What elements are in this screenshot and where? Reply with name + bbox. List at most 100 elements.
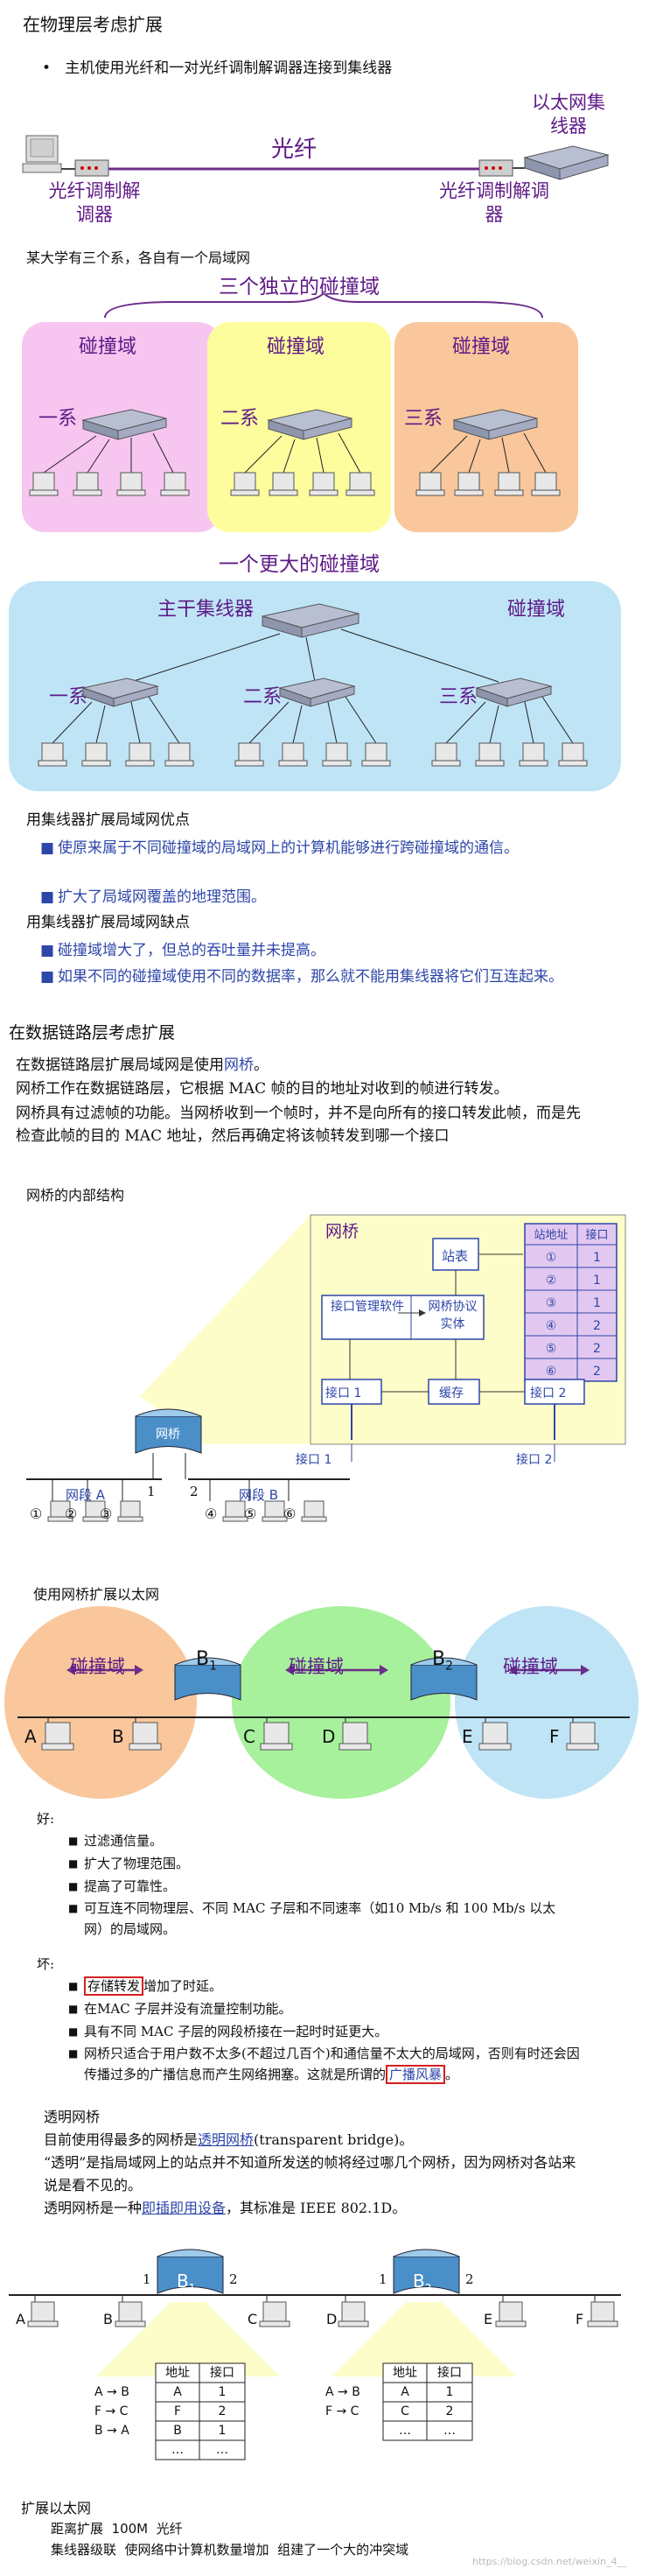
table-cell-port: 1	[593, 1296, 601, 1310]
store-forward-highlight: 存储转发	[84, 1976, 144, 1996]
good-text-1: 过滤通信量。	[84, 1833, 164, 1849]
table-header-row: 站地址 接口	[525, 1225, 617, 1246]
domain-label-1: 碰撞域	[79, 336, 137, 358]
title-three-domains: 三个独立的碰撞域	[219, 276, 380, 298]
host-f: F	[549, 1726, 560, 1747]
big-lan-diagram	[38, 603, 588, 767]
distance-line: 距离扩展 100M 光纤	[51, 2521, 183, 2537]
dis-item-2: ■如果不同的碰撞域使用不同的数据率，那么就不能用集线器将它们互连起来。	[40, 965, 583, 988]
tb-flows-2: A → B F → C	[325, 2383, 360, 2421]
port1-out-label: 接口 1	[296, 1453, 332, 1467]
good-item-1: ■过滤通信量。	[68, 1829, 574, 1852]
bullet-square: ■	[68, 2047, 79, 2060]
station-3: ③	[100, 1506, 113, 1522]
tb-p3-text: 透明网桥是一种	[44, 2200, 143, 2216]
table-cell-addr: C	[401, 2404, 409, 2418]
table-cell-port: 1	[445, 2385, 454, 2399]
flow-a-b: A → B	[94, 2385, 129, 2399]
big-dept-label-2: 二系	[243, 686, 283, 708]
tb-table-1-header: 地址接口	[156, 2363, 245, 2383]
ext-domain-2: 碰撞域	[289, 1656, 344, 1677]
tb-b2-label: B2	[413, 2271, 431, 2294]
bridge-b1-label: B1	[196, 1648, 217, 1673]
tb-host-d: D	[326, 2311, 338, 2327]
adv-title: 用集线器扩展局域网优点	[26, 811, 190, 829]
tb-host-c: C	[248, 2311, 258, 2327]
transparent-bridge-diagram	[9, 2249, 621, 2460]
tb-b1-sub: 1	[188, 2282, 196, 2294]
transparent-bridge-link[interactable]: 透明网桥	[198, 2131, 255, 2148]
big-dept-label-3: 三系	[439, 686, 478, 708]
bullet-text: 主机使用光纤和一对光纤调制解调器连接到集线器	[65, 60, 393, 77]
bridge-title: 网桥	[325, 1222, 359, 1241]
extend-ethernet-heading: 扩展以太网	[21, 2500, 92, 2516]
bad-text-1: 增加了时延。	[143, 1978, 223, 1994]
bridge-extend-diagram	[4, 1606, 639, 1799]
bullet-square: ■	[40, 942, 55, 959]
bullet-square: ■	[68, 1880, 79, 1892]
modem-icon	[478, 159, 513, 177]
three-lan-diagram	[29, 409, 561, 496]
table-cell-addr: ④	[545, 1319, 557, 1333]
bad-list: ■存储转发增加了时延。 ■在MAC 子层并没有流量控制功能。 ■具有不同 MAC…	[68, 1975, 583, 2085]
tb-b2-letter: B	[413, 2271, 425, 2292]
datalink-p3: 网桥具有过滤帧的功能。当网桥收到一个帧时，并不是向所有的接口转发此帧，而是先检查…	[16, 1105, 581, 1145]
tb-host-e: E	[484, 2311, 493, 2327]
host-b: B	[112, 1726, 124, 1747]
bullet-square: ■	[40, 968, 55, 986]
port-mgmt-label: 接口管理软件	[331, 1300, 404, 1314]
tb-t2-h-port: 接口	[437, 2366, 462, 2380]
bad-title: 坏:	[37, 1956, 55, 1972]
tb-t2-h-addr: 地址	[393, 2366, 417, 2380]
bullet-square: ■	[68, 1902, 79, 1914]
flow-f-c: F → C	[94, 2404, 129, 2418]
good-item-4: ■可互连不同物理层、不同 MAC 子层和不同速率（如10 Mb/s 和 100 …	[68, 1898, 574, 1940]
main-hub-label: 主干集线器	[157, 599, 255, 621]
host-e: E	[462, 1726, 473, 1747]
cascade-line: 集线器级联 使网络中计算机数量增加 组建了一个大的冲突域	[51, 2542, 409, 2558]
b2-sub: 2	[445, 1659, 454, 1674]
p1-text: 在数据链路层扩展局域网是使用	[16, 1056, 224, 1074]
section-heading-datalink: 在数据链路层考虑扩展	[9, 1023, 176, 1042]
plug-and-play-link[interactable]: 即插即用设备	[142, 2200, 227, 2216]
flow2-a-b: A → B	[325, 2385, 360, 2399]
station-4: ④	[205, 1506, 218, 1522]
table-cell-port: 1	[218, 2424, 227, 2438]
hub-icon	[523, 145, 610, 180]
table-cell-port: 2	[218, 2404, 227, 2418]
host-d: D	[322, 1726, 336, 1747]
big-domain-label: 碰撞域	[507, 599, 566, 621]
table-header-addr: 站地址	[534, 1229, 569, 1242]
tb-b1-letter: B	[177, 2271, 189, 2292]
protocol-label: 网桥协议实体	[428, 1300, 478, 1331]
table-row: ……	[383, 2421, 472, 2440]
datalink-p2: 网桥工作在数据链路层，它根据 MAC 帧的目的地址对收到的帧进行转发。	[16, 1080, 509, 1098]
segment-b-label: 网段 B	[239, 1487, 279, 1503]
tb-p2: “透明”是指局域网上的站点并不知道所发送的帧将经过哪几个网桥，因为网桥对各站来说…	[44, 2154, 576, 2193]
good-item-3: ■提高了可靠性。	[68, 1875, 574, 1898]
port2-label: 接口 2	[530, 1386, 567, 1400]
dept-label-2: 二系	[220, 408, 260, 430]
table-cell-addr: B	[173, 2424, 182, 2438]
tb-port-2b: 2	[465, 2271, 474, 2287]
good-text-2: 扩大了物理范围。	[84, 1856, 190, 1871]
fiber-label: 光纤	[271, 137, 318, 163]
tb-b2-sub: 2	[424, 2282, 432, 2294]
table-cell-port: 1	[593, 1274, 601, 1288]
tb-p3-end: ，其标准是 IEEE 802.1D。	[226, 2200, 407, 2216]
table-row: ……	[156, 2440, 245, 2460]
bad-item-2: ■在MAC 子层并没有流量控制功能。	[68, 1997, 583, 2020]
bridge-link[interactable]: 网桥	[224, 1056, 254, 1074]
table-cell-port: …	[216, 2443, 228, 2457]
table-cell-addr: A	[173, 2385, 182, 2399]
bad-item-1: ■存储转发增加了时延。	[68, 1975, 583, 1997]
tb-t1-h-port: 接口	[210, 2366, 234, 2380]
